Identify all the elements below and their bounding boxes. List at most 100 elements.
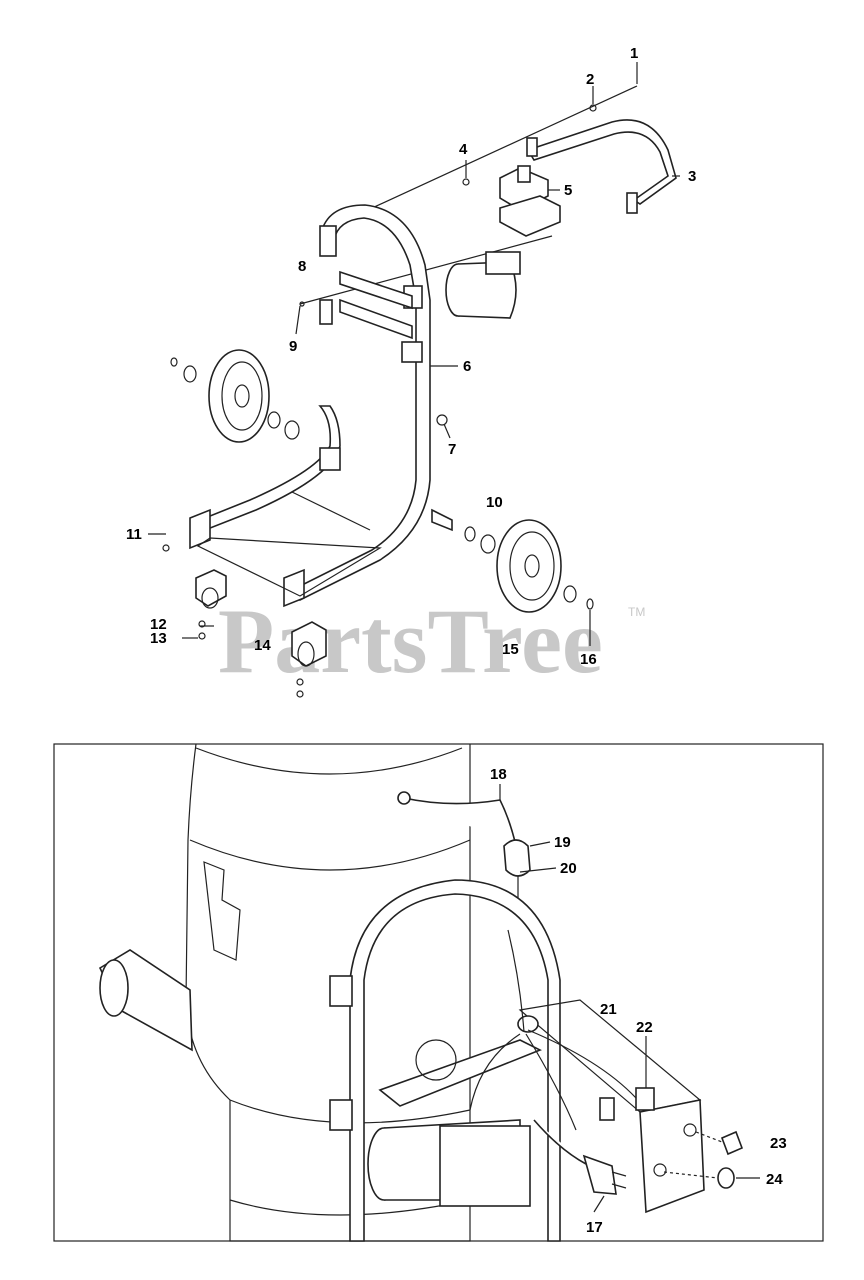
- main-frame: [290, 204, 431, 602]
- wheel-upper: [208, 349, 270, 443]
- callout-10: 10: [486, 494, 503, 511]
- wheel-lower-washer-b: [480, 534, 496, 554]
- callout-8: 8: [298, 258, 306, 275]
- caster-left-wheel: [201, 587, 219, 609]
- base-post-left: [189, 508, 211, 550]
- leader-20: [519, 867, 557, 873]
- frame-arch: [349, 879, 561, 1242]
- capacitor: [415, 1039, 457, 1081]
- axle-stub: [431, 508, 453, 532]
- terminal-block: [599, 1097, 615, 1121]
- motor-box: [485, 251, 521, 275]
- screw-11: [162, 544, 170, 552]
- nut-4: [462, 178, 470, 186]
- inner-frame: [199, 405, 341, 534]
- bracket-upper: [339, 270, 413, 310]
- callout-2: 2: [586, 71, 594, 88]
- callout-11: 11: [126, 526, 142, 543]
- tank-base-band: [229, 1199, 471, 1216]
- callout-7: 7: [448, 441, 456, 458]
- nut-right: [296, 690, 304, 698]
- leader-9: [295, 305, 301, 335]
- wheel-lower-washer-a: [464, 526, 476, 542]
- wheel-upper-washer-inner: [267, 411, 281, 429]
- wheel-upper-cap: [170, 357, 178, 367]
- wheel-lower-washer-c: [563, 585, 577, 603]
- base-plate: [196, 537, 382, 597]
- frame-clip-bottom: [329, 1099, 353, 1131]
- callout-5: 5: [564, 182, 572, 199]
- wheel-lower-rim: [509, 531, 555, 601]
- leader-19: [529, 841, 551, 847]
- tank-top-curve: [195, 747, 463, 775]
- motor-cover: [439, 1125, 531, 1207]
- callout-6: 6: [463, 358, 471, 375]
- wheel-upper-washer-inner-2: [284, 420, 300, 440]
- tank-latch: [203, 861, 241, 961]
- leader-7: [443, 423, 451, 439]
- callout-1: 1: [630, 45, 638, 62]
- plug-24: [717, 1167, 735, 1189]
- watermark-trademark: TM: [628, 605, 645, 619]
- inlet-flange: [99, 959, 129, 1017]
- callout-4: 4: [459, 141, 468, 158]
- bracket-clip-left: [319, 299, 333, 325]
- bracket-clip: [401, 341, 423, 363]
- washer-12: [198, 620, 206, 628]
- power-cord: [533, 1119, 587, 1165]
- callout-15: 15: [502, 641, 519, 658]
- caster-right-wheel: [297, 641, 315, 667]
- frame-clip-left: [319, 225, 337, 257]
- grommet-23: [720, 1130, 744, 1156]
- callout-9: 9: [289, 338, 297, 355]
- handle: [526, 119, 677, 205]
- screw-9: [299, 301, 305, 307]
- washer-right: [296, 678, 304, 686]
- callout-21: 21: [600, 1001, 617, 1018]
- plug-17: [582, 1154, 617, 1195]
- switch-22: [635, 1087, 655, 1111]
- electrical-view: [53, 743, 824, 1242]
- hose-fitting: [397, 791, 411, 805]
- callout-24: 24: [766, 1171, 783, 1188]
- wire-a: [527, 1029, 637, 1099]
- handle-bracket-upper: [526, 137, 538, 157]
- leader-17: [593, 1195, 605, 1213]
- cart-assembly: [148, 62, 680, 698]
- wire-c: [469, 1033, 521, 1111]
- clamp-block-lower: [499, 195, 561, 237]
- bracket-lower: [339, 298, 413, 340]
- wheel-lower-cap: [586, 598, 594, 610]
- plug-pin-b: [611, 1183, 627, 1189]
- callout-3: 3: [688, 168, 696, 185]
- callout-17: 17: [586, 1219, 603, 1236]
- cable-gland: [517, 1015, 539, 1033]
- clamp-knob: [517, 165, 531, 183]
- base-crossbar: [291, 491, 371, 531]
- caster-right: [291, 621, 327, 667]
- mounting-rail: [378, 1039, 542, 1107]
- callout-23: 23: [770, 1135, 787, 1152]
- box-hole-upper: [683, 1123, 697, 1137]
- plug-pin-a: [611, 1171, 627, 1177]
- base-post-right: [283, 568, 305, 608]
- inner-frame-clip: [319, 447, 341, 471]
- wheel-lower-hub: [524, 554, 540, 578]
- callout-13: 13: [150, 630, 167, 647]
- frame-clip-top: [329, 975, 353, 1007]
- tank-band: [189, 839, 471, 871]
- wire-up: [507, 929, 525, 1033]
- callout-22: 22: [636, 1019, 653, 1036]
- wheel-upper-hub: [234, 384, 250, 408]
- callout-20: 20: [560, 860, 577, 877]
- nut-13: [198, 632, 206, 640]
- washer-2: [589, 104, 597, 112]
- grommet-line: [695, 1131, 723, 1143]
- handle-bracket-lower: [626, 192, 638, 214]
- hose-18: [403, 797, 517, 847]
- box-hole-lower: [653, 1163, 667, 1177]
- bolt-7: [436, 414, 448, 426]
- wheel-lower: [496, 519, 562, 613]
- wheel-upper-rim: [221, 361, 263, 431]
